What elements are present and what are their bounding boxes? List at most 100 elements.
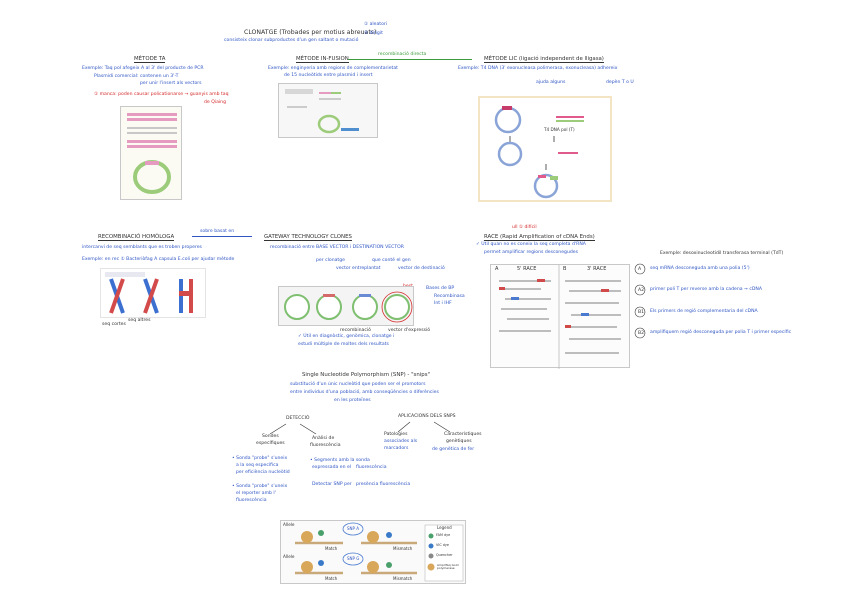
infusion-bar-label: recombinació directa (378, 52, 427, 57)
chromosome-pair-1 (109, 278, 125, 314)
gateway-note-1: per clonatge (316, 258, 345, 263)
snp-applications-heading: APLICACIONS DELS SNPS (398, 414, 456, 419)
gateway-note-2: vector entreplantat (336, 266, 381, 271)
snp-fluor-1: • Segments amb la sonda (310, 458, 370, 463)
homolog-line-2: Exemple: en rec ① Bacteriòfag A capsula … (82, 257, 235, 262)
tdt-step-2: primer poli T per reverse amb la cadena … (650, 287, 762, 292)
snp-bullet-2b: el reporter amb l' (236, 491, 276, 496)
snp-figure-drawing (295, 522, 464, 582)
snp-figure: Allele Allele Match Mismatch Match Misma… (280, 520, 466, 584)
gateway-heading: GATEWAY TECHNOLOGY CLONES (264, 234, 352, 242)
gateway-note-6: vector d'expressió (388, 328, 431, 333)
snp-fluor-1c: fluorescència (356, 465, 387, 470)
gateway-side-1: Bases de BP (426, 286, 455, 291)
lic-figure-label: T4 DNA pol (T) (544, 127, 575, 132)
tdt-heading: Exemple: desoxinucleotidil transferasa t… (660, 251, 784, 256)
homolog-heading: RECOMBINACIÓ HOMÒLOGA (98, 234, 175, 242)
snp-bullet-1c: per eficiència nucleòtid (236, 470, 290, 475)
snp-line-3: en les proteïnes (334, 398, 371, 403)
title-subtitle: consisteix clonar subproductes d'un gen … (224, 38, 359, 43)
snp-mismatch-1: Mismatch (393, 546, 413, 551)
race-figure-drawing (499, 265, 621, 369)
ta-line-5: de Qiaing (204, 100, 227, 105)
tdt-step-4: amplifiquem regió desconeguda per polia … (650, 330, 792, 335)
lic-heading: MÈTODE LIC (ligació independent de lliga… (484, 56, 604, 64)
snp-fluor-2: Detectar SNP per (312, 482, 352, 487)
race-panel-a-letter: A (495, 266, 499, 272)
snp-legend-polymerase: AmpliTaq Gold polymerase (437, 563, 459, 571)
homolog-arrow-label: sobre basat en (200, 229, 235, 234)
snp-bullet-1b: a la seq específica (236, 463, 279, 468)
lic-line-1: Exemple: T4 DNA (3' exonucleasa polimera… (458, 66, 618, 71)
gateway-figure (278, 286, 414, 326)
title-option-1: ① aleatori (364, 22, 388, 27)
snp-bullet-2: • Sonda "probe" s'uneix (232, 484, 288, 489)
gateway-side-2: Recombinasa (434, 294, 465, 299)
snp-allele-bottom: Allele (283, 554, 295, 559)
gateway-foot-1: ✓ Útil en diagnòstic, genòmica, clonatge… (298, 334, 395, 339)
snp-legend-fam: FAM dye (436, 533, 451, 537)
snp-match-2: Match (325, 576, 338, 581)
gateway-line-1: recombinació entre BASE VECTOR i DESTINA… (270, 245, 404, 250)
lic-line-2: ajuda alguns (536, 80, 566, 85)
race-panel-b-title: 3' RACE (587, 266, 607, 272)
snp-allele-top: Allele (283, 522, 295, 527)
snp-detect-1a: Sondes (262, 434, 279, 439)
snp-app-2b: genètiques (446, 439, 472, 444)
lic-figure-drawing (494, 106, 584, 199)
tdt-step-4-key: B2 (638, 331, 645, 336)
snp-app-1b: associades als (384, 439, 418, 444)
snp-legend-vic: VIC dye (436, 543, 450, 547)
snp-app-1a: Patologies (384, 432, 408, 437)
homolog-note-1: seq cortes (102, 322, 126, 327)
ta-line-4: ① manca: poden causar policationarse → g… (94, 92, 229, 97)
gateway-figure-drawing (284, 291, 413, 323)
snp-legend-quencher: Quencher (436, 553, 453, 557)
ta-heading: MÈTODE TA (134, 56, 166, 64)
ta-line-1: Exemple: Taq pol afegeix A al 3' del pro… (82, 66, 204, 71)
tdt-step-1-key: A (638, 267, 642, 272)
snp-app-2c: de genètica de fer (432, 447, 475, 452)
snp-app-1c: marcadors (384, 446, 409, 451)
homolog-note-2: seq altres (128, 318, 151, 323)
homolog-line-1: intercanvi de seq semblants que es trobe… (82, 245, 202, 250)
race-panel-a-title: 5' RACE (517, 266, 537, 272)
lic-line-3: depèn T o U (606, 80, 634, 85)
race-panel-b-letter: B (563, 266, 567, 272)
snp-detect-2b: fluorescència (310, 443, 341, 448)
race-heading: RACE (Rapid Amplification of cDNA Ends) (484, 234, 595, 242)
snp-fluor-1b: expressada en el (312, 465, 352, 470)
ta-line-2: Plasmidi comercial: contenen un 3'-T (94, 74, 179, 79)
tdt-step-3: Els primers de regió complementaria del … (650, 309, 758, 314)
snp-legend-title: Legend (437, 525, 452, 530)
infusion-figure (278, 83, 378, 138)
snp-bullet-2c: fluorescència (236, 498, 267, 503)
race-line-2: permet amplificar regions desconegudes (484, 250, 579, 255)
ta-figure-drawing (127, 113, 177, 194)
tdt-step-3-key: B1 (638, 310, 645, 315)
lic-figure: T4 DNA pol (T) (478, 96, 612, 202)
chromosome-pair-2 (143, 278, 159, 314)
homolog-figure-drawing (105, 272, 193, 314)
snp-line-1: substitució d'un únic nucleòtid que pode… (290, 382, 426, 387)
snp-app-2a: Característiques (444, 432, 482, 437)
gateway-note-3: que conté el gen (372, 258, 411, 263)
tdt-step-2-key: A2 (638, 288, 645, 293)
snp-mismatch-2: Mismatch (393, 576, 413, 581)
race-tag: ull ① difícil (512, 225, 537, 230)
tdt-step-1: seq mRNA desconeguda amb una polia (5') (650, 266, 750, 271)
infusion-line-2: de 15 nucleòtids entre plasmid i insert (284, 73, 373, 78)
race-figure: A 5' RACE B 3' RACE (490, 264, 630, 369)
snp-detect-1b: específiques (256, 441, 285, 446)
main-title: CLONATGE (Trobades per motius abreuats) (244, 29, 377, 36)
infusion-line-1: Exemple: enginyeria amb regions de compl… (268, 66, 398, 71)
snp-fluor-2b: presència fluorescència (356, 482, 411, 487)
gateway-note-4: vector de destinació (398, 266, 445, 271)
snp-heading: Single Nucleotide Polymorphism (SNP) - "… (302, 372, 430, 378)
snp-match-1: Match (325, 546, 338, 551)
race-line-1: ✓ Útil quan no es coneix la seq completa… (476, 242, 586, 247)
infusion-arrow-line (348, 59, 472, 60)
snp-detect-2a: Anàlisi de (312, 436, 335, 441)
snp-bullet-1: • Sonda "probe" s'uneix (232, 456, 288, 461)
gateway-note-5: recombinació (340, 328, 371, 333)
